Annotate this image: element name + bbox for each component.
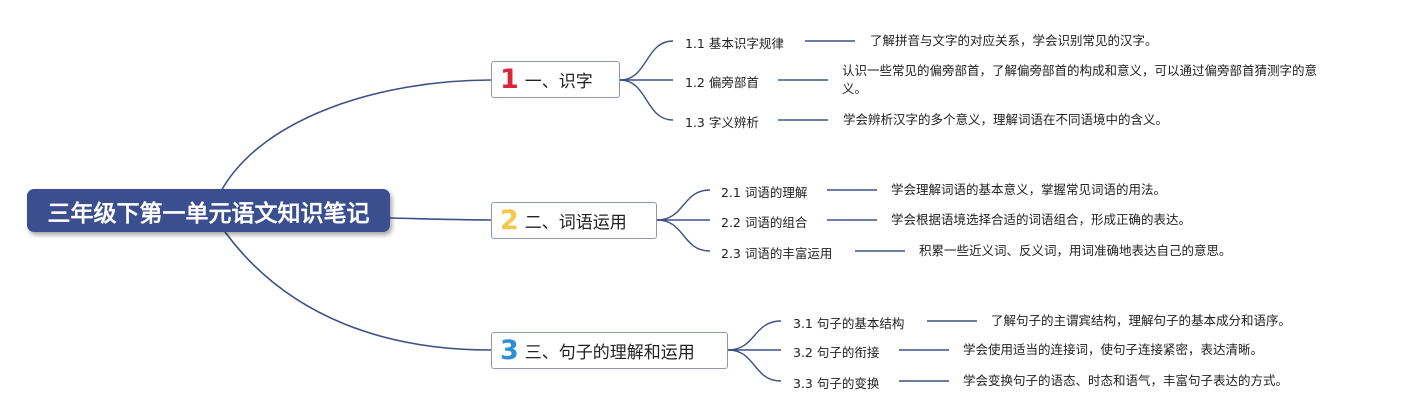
- connector-branch-1-item-3: [619, 79, 674, 121]
- number-1-badge: 1: [500, 64, 519, 95]
- subtopic-2-2[interactable]: 2.2 词语的组合: [721, 215, 808, 230]
- central-topic[interactable]: 三年级下第一单元语文知识笔记: [27, 189, 390, 232]
- description-1-2: 认识一些常见的偏旁部首，了解偏旁部首的构成和意义，可以通过偏旁部首猜测字的意义。: [842, 63, 1318, 96]
- branch-2-node[interactable]: 2 二、词语运用: [491, 202, 657, 239]
- description-1-1: 了解拼音与文字的对应关系，学会识别常见的汉字。: [870, 33, 1158, 48]
- description-2-3: 积累一些近义词、反义词，用词准确地表达自己的意思。: [919, 243, 1232, 258]
- subtopic-3-3[interactable]: 3.3 句子的变换: [793, 376, 880, 391]
- connector-central-branch-2: [389, 217, 492, 221]
- connector-central-branch-1: [219, 79, 492, 194]
- subtopic-2-1[interactable]: 2.1 词语的理解: [721, 185, 808, 200]
- description-1-3: 学会辨析汉字的多个意义，理解词语在不同语境中的含义。: [843, 112, 1169, 127]
- subtopic-1-1[interactable]: 1.1 基本识字规律: [685, 36, 784, 51]
- connector-branch-1-item-1: [619, 40, 674, 81]
- description-3-3: 学会变换句子的语态、时态和语气，丰富句子表达的方式。: [963, 373, 1289, 388]
- number-2-badge: 2: [500, 205, 519, 236]
- connector-branch-2-item-1: [656, 189, 711, 221]
- connector-branch-3-item-3: [727, 349, 782, 382]
- description-2-2: 学会根据语境选择合适的词语组合，形成正确的表达。: [891, 212, 1192, 227]
- subtopic-3-1[interactable]: 3.1 句子的基本结构: [793, 316, 905, 331]
- connector-branch-3-item-1: [727, 320, 782, 351]
- subtopic-2-3[interactable]: 2.3 词语的丰富运用: [721, 246, 833, 261]
- subtopic-3-2[interactable]: 3.2 句子的衔接: [793, 345, 880, 360]
- branch-3-label: 三、句子的理解和运用: [524, 343, 695, 363]
- description-3-2: 学会使用适当的连接词，使句子连接紧密，表达清晰。: [963, 342, 1264, 357]
- subtopic-1-2[interactable]: 1.2 偏旁部首: [685, 75, 759, 90]
- branch-3-node[interactable]: 3 三、句子的理解和运用: [491, 332, 728, 369]
- branch-2-label: 二、词语运用: [524, 213, 627, 233]
- branch-1-node[interactable]: 1 一、识字: [491, 61, 620, 98]
- description-2-1: 学会理解词语的基本意义，掌握常见词语的用法。: [891, 182, 1167, 197]
- connector-branch-2-item-3: [656, 219, 711, 252]
- description-3-1: 了解句子的主谓宾结构，理解句子的基本成分和语序。: [991, 313, 1292, 328]
- subtopic-1-3[interactable]: 1.3 字义辨析: [685, 115, 759, 130]
- central-topic-label: 三年级下第一单元语文知识笔记: [47, 200, 370, 227]
- connector-central-branch-3: [224, 231, 492, 351]
- branch-1-label: 一、识字: [524, 72, 593, 92]
- number-3-badge: 3: [500, 335, 519, 366]
